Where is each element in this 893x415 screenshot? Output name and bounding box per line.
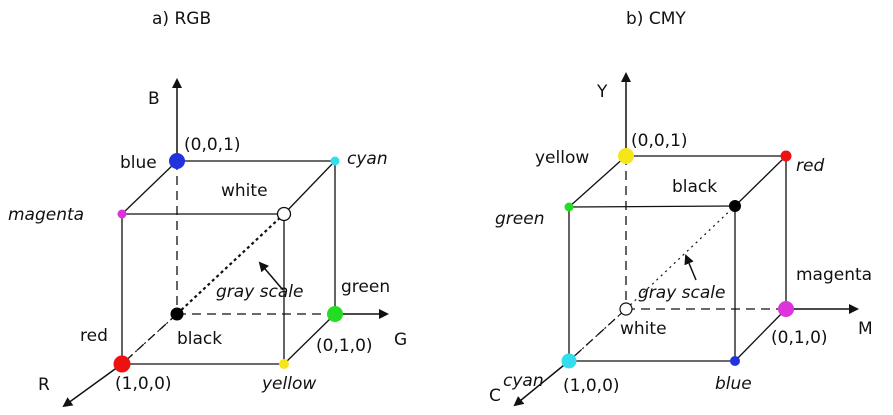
- cmy-magenta-coord: (0,1,0): [771, 328, 828, 348]
- cmy-gray-scale-pointer: [684, 254, 697, 281]
- cmy-magenta-dot: [778, 301, 794, 317]
- y-axis-label: Y: [596, 82, 608, 102]
- cmy-gray-diagonal-lower: [568, 308, 627, 362]
- rgb-blue-coord: (0,0,1): [184, 135, 241, 155]
- rgb-blue-dot: [169, 153, 185, 169]
- cmy-edge: [734, 308, 787, 362]
- rgb-green-label: green: [341, 277, 390, 297]
- rgb-magenta-dot: [117, 209, 127, 219]
- cmy-white-label: white: [620, 319, 667, 339]
- b-axis-label: B: [148, 89, 160, 109]
- rgb-green-dot: [327, 306, 343, 322]
- rgb-red-coord: (1,0,0): [115, 374, 172, 394]
- rgb-green-coord: (0,1,0): [316, 336, 373, 356]
- cmy-yellow-label: yellow: [535, 148, 589, 168]
- rgb-magenta-label: magenta: [8, 205, 84, 225]
- cmy-edge: [568, 205, 736, 208]
- rgb-edge: [121, 160, 178, 215]
- rgb-edge: [283, 313, 336, 365]
- rgb-gray-scale-pointer: [258, 261, 284, 291]
- cmy-edge: [568, 155, 627, 208]
- cmy-cyan-coord: (1,0,0): [563, 376, 620, 396]
- rgb-gray-diagonal-lower: [121, 313, 178, 365]
- r-axis-label: R: [38, 375, 50, 395]
- cmy-panel-title: b) CMY: [626, 9, 686, 29]
- rgb-yellow-dot: [279, 359, 289, 369]
- cmy-cyan-dot: [561, 353, 577, 369]
- rgb-white-label: white: [221, 181, 268, 201]
- cmy-cube-panel: b) CMY Y yellow (0,0,1: [489, 9, 873, 407]
- rgb-gray-diagonal: [176, 213, 285, 315]
- rgb-cube-panel: a) RGB B blue (0,0,1): [8, 9, 407, 408]
- c-axis-arrow: [513, 360, 570, 407]
- cmy-yellow-coord: (0,0,1): [631, 131, 688, 151]
- rgb-blue-label: blue: [120, 153, 157, 173]
- cmy-magenta-label: magenta: [796, 265, 872, 285]
- rgb-black-label: black: [177, 329, 222, 349]
- rgb-cyan-dot: [330, 156, 340, 166]
- cmy-yellow-dot: [618, 148, 634, 164]
- cmy-blue-label: blue: [715, 374, 752, 394]
- cmy-gray-diagonal: [625, 205, 736, 310]
- rgb-gray-scale-label: gray scale: [216, 282, 303, 302]
- rgb-white-dot: [276, 206, 292, 222]
- r-axis-arrow: [62, 363, 123, 408]
- rgb-cyan-label: cyan: [347, 149, 388, 169]
- cmy-green-dot: [564, 202, 574, 212]
- cmy-red-label: red: [796, 156, 824, 176]
- cmy-hidden-edge-diagonal: [568, 308, 627, 362]
- m-axis-label: M: [858, 319, 873, 339]
- cmy-gray-scale-label: gray scale: [638, 283, 725, 303]
- cmy-white-dot: [619, 302, 633, 316]
- c-axis-label: C: [489, 386, 501, 406]
- cmy-green-label: green: [495, 209, 544, 229]
- cmy-cyan-label: cyan: [503, 371, 544, 391]
- rgb-yellow-label: yellow: [261, 374, 316, 394]
- cmy-edge: [734, 155, 787, 207]
- rgb-panel-title: a) RGB: [152, 9, 211, 29]
- cmy-red-dot: [780, 150, 792, 162]
- cmy-blue-dot: [730, 356, 740, 366]
- g-axis-label: G: [394, 330, 407, 350]
- rgb-red-dot: [113, 355, 131, 373]
- cmy-black-label: black: [672, 177, 717, 197]
- rgb-red-label: red: [80, 326, 108, 346]
- rgb-edge: [283, 160, 336, 215]
- cmy-black-dot: [729, 200, 741, 212]
- rgb-black-dot: [170, 307, 184, 321]
